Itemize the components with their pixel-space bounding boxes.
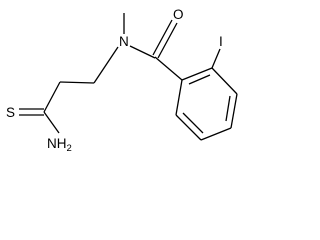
ring-inner-2 (225, 95, 231, 122)
bonds (19, 13, 238, 141)
amine-subscript: 2 (67, 143, 72, 154)
bond-carbonyl-ring (154, 56, 183, 81)
structure-diagram: O N I S NH2 (6, 7, 238, 154)
bond-thioamide-nh2 (43, 111, 60, 134)
ring-bond-3 (230, 93, 238, 129)
atom-label-amine: NH2 (47, 136, 72, 154)
ring-bond-5 (175, 114, 202, 141)
atom-label-oxygen: O (173, 7, 184, 22)
bond-carbonyl-double-1 (157, 22, 178, 59)
atom-labels: O N I S NH2 (6, 7, 223, 154)
ring-inner-3 (182, 112, 204, 134)
bond-carbonyl-double-2 (152, 19, 173, 56)
bond-n-carbonyl (129, 45, 156, 59)
atom-label-sulfur: S (6, 105, 15, 120)
bond-ch2-ch2 (59, 81, 95, 84)
atom-label-nitrogen: N (119, 34, 129, 49)
bond-ch2-thioamide (43, 81, 61, 113)
bond-ring-iodine (211, 48, 221, 69)
ring-bond-6 (175, 79, 183, 116)
atom-label-iodine: I (219, 34, 223, 49)
ring-bond-2 (211, 67, 238, 95)
ring-bond-1 (181, 67, 213, 81)
amine-nh: NH (47, 136, 67, 151)
bond-n-ch2 (93, 46, 119, 84)
ring-inner-1 (188, 74, 211, 85)
ring-bond-4 (200, 127, 232, 141)
